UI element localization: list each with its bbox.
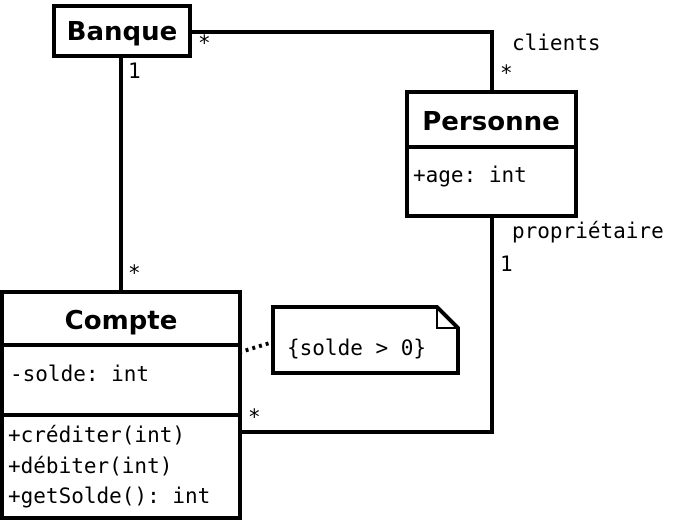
association-personne-compte <box>240 218 494 434</box>
class-compte-attribute-solde: -solde: int <box>10 362 149 386</box>
class-banque-name: Banque <box>67 17 178 47</box>
multiplicity-banque-to-compte: 1 <box>128 59 141 83</box>
multiplicity-compte-from-banque: * <box>128 261 141 285</box>
multiplicity-banque-to-personne: * <box>198 31 211 55</box>
multiplicity-personne-from-banque: * <box>500 61 513 85</box>
class-compte-name: Compte <box>65 306 178 336</box>
role-proprietaire: propriétaire <box>512 219 664 243</box>
multiplicity-compte-from-personne: * <box>248 405 261 429</box>
class-personne-attribute-age: +age: int <box>413 163 527 187</box>
note-text: {solde > 0} <box>287 336 426 360</box>
class-personne-name: Personne <box>422 107 560 137</box>
association-banque-personne <box>190 30 494 92</box>
multiplicity-personne-to-compte: 1 <box>500 252 513 276</box>
role-clients: clients <box>512 31 601 55</box>
class-banque: Banque <box>52 4 192 58</box>
constraint-note: {solde > 0} <box>271 305 460 375</box>
class-personne: Personne +age: int <box>405 90 578 218</box>
class-compte-operation-crediter: +créditer(int) <box>8 423 185 447</box>
class-compte-operation-debiter: +débiter(int) <box>8 454 172 478</box>
class-compte-operation-getsolde: +getSolde(): int <box>8 484 210 508</box>
class-compte: Compte -solde: int +créditer(int) +débit… <box>0 290 242 520</box>
